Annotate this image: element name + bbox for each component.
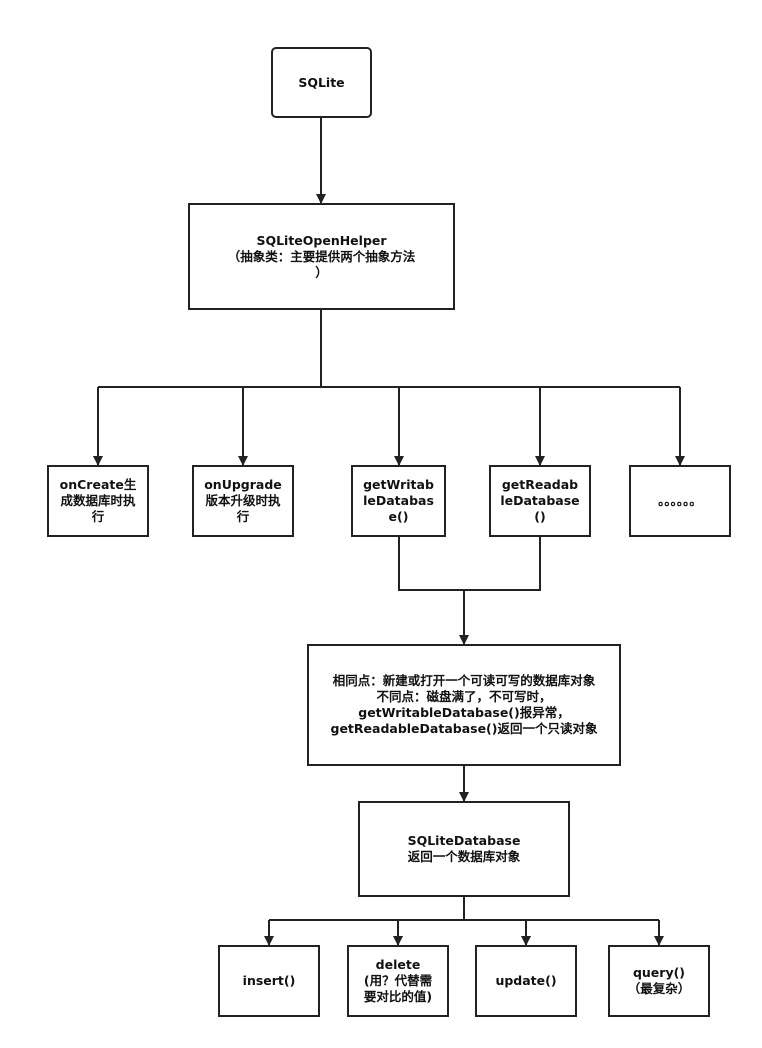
node-label-line: SQLiteOpenHelper [256,232,387,248]
edge-getwritable-merge [398,536,541,591]
node-delete: delete (用？代替需 要对比的值) [347,945,449,1017]
node-label-line: leDatabas [363,493,434,508]
node-update: update() [475,945,577,1017]
node-sqlite-open-helper: SQLiteOpenHelper （抽象类：主要提供两个抽象方法 ） [188,203,455,310]
node-get-readable-database: getReadab leDatabase () [489,465,591,537]
node-label-line: SQLiteDatabase [407,833,521,848]
node-label-line: 行 [91,509,105,524]
node-label-line: SQLite [298,74,345,90]
node-sqlite: SQLite [271,47,372,118]
node-label-line: 版本升级时执 [205,493,281,508]
node-label-line: 相同点：新建或打开一个可读可写的数据库对象 [332,673,596,688]
node-label-line: leDatabase [500,493,580,508]
node-on-create: onCreate生 成数据库时执 行 [47,465,149,537]
node-label-line: ） [315,264,328,280]
node-label-line: (用？代替需 [363,973,433,988]
node-more: 。。。。。。 [629,465,731,537]
node-label-line: query() [632,965,686,980]
node-sqlite-database: SQLiteDatabase 返回一个数据库对象 [358,801,570,897]
node-label-line: 返回一个数据库对象 [407,849,521,864]
node-label-line: （抽象类：主要提供两个抽象方法 [227,248,416,264]
node-label-line: 要对比的值) [363,989,433,1004]
node-label-line: update() [495,973,557,988]
node-label-line: onCreate生 [59,477,137,492]
node-compare: 相同点：新建或打开一个可读可写的数据库对象 不同点：磁盘满了，不可写时， get… [307,644,621,766]
node-label-line: getReadableDatabase()返回一个只读对象 [330,721,598,736]
node-label-line: delete [375,957,421,972]
node-label-line: getReadab [501,477,579,492]
node-label-line: e() [388,509,409,524]
node-label-line: 。。。。。。 [658,493,702,508]
node-insert: insert() [218,945,320,1017]
node-label-line: () [534,509,546,524]
node-on-upgrade: onUpgrade 版本升级时执 行 [192,465,294,537]
node-label-line: getWritableDatabase()报异常， [358,705,570,720]
node-query: query() （最复杂） [608,945,710,1017]
node-get-writable-database: getWritab leDatabas e() [351,465,446,537]
node-label-line: 行 [236,509,250,524]
node-label-line: onUpgrade [204,477,282,492]
node-label-line: （最复杂） [627,981,691,996]
node-label-line: insert() [242,973,296,988]
node-label-line: getWritab [363,477,434,492]
node-label-line: 成数据库时执 [60,493,136,508]
node-label-line: 不同点：磁盘满了，不可写时， [376,689,552,704]
